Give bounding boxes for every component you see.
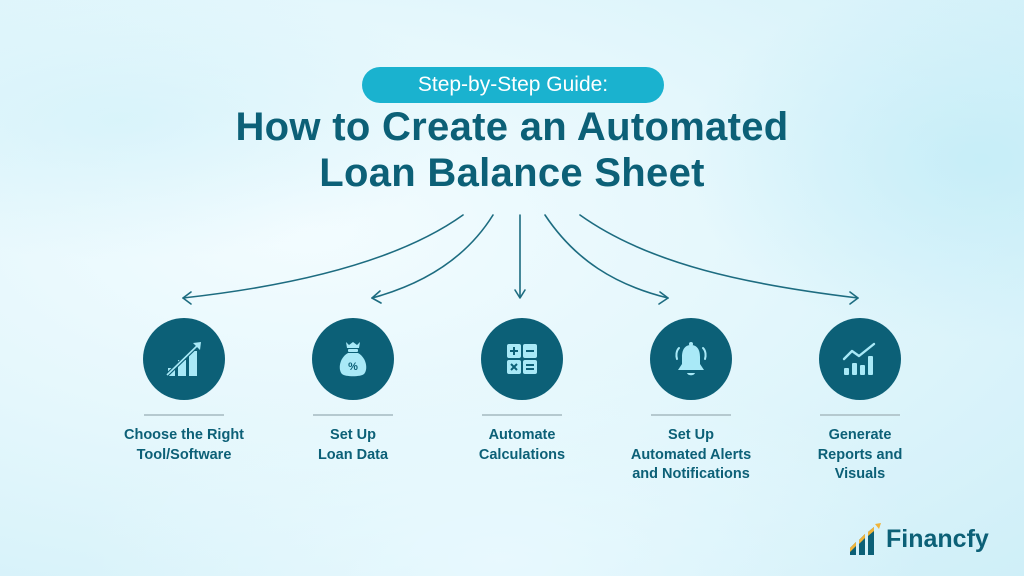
page-title: How to Create an Automated Loan Balance … xyxy=(0,104,1024,196)
step-1-divider xyxy=(144,414,224,416)
brand-name: Financfy xyxy=(886,524,989,553)
step-2-label: Set Up Loan Data xyxy=(268,426,438,465)
arrow-2 xyxy=(371,214,494,299)
step-3: Automate Calculations xyxy=(437,318,607,465)
arrow-5 xyxy=(579,214,859,299)
step-3-divider xyxy=(482,414,562,416)
step-4: Set Up Automated Alerts and Notification… xyxy=(606,318,776,485)
step-1-circle xyxy=(143,318,225,400)
arrow-2-head xyxy=(371,290,382,304)
arrow-1-head xyxy=(182,291,192,305)
arrow-4 xyxy=(544,214,669,299)
step-2: % Set Up Loan Data xyxy=(268,318,438,465)
step-4-label-line1: Set Up xyxy=(668,427,714,443)
step-4-circle xyxy=(650,318,732,400)
step-1-label-line2: Tool/Software xyxy=(136,446,232,463)
title-line-1: How to Create an Automated xyxy=(235,105,789,149)
report-chart-icon xyxy=(842,342,876,375)
svg-text:%: % xyxy=(348,361,358,373)
step-4-label: Set Up Automated Alerts and Notification… xyxy=(606,426,776,485)
arrow-4-head xyxy=(658,291,669,305)
step-1-label: Choose the Right Tool/Software xyxy=(99,426,269,465)
step-5-label-line1: Generate xyxy=(828,427,892,443)
brand-logo: Financfy xyxy=(848,522,989,556)
guide-badge: Step-by-Step Guide: xyxy=(362,67,664,103)
step-5-label-line2: Reports and xyxy=(817,446,903,463)
money-bag-percent-icon: % xyxy=(339,342,367,377)
step-3-label-line1: Automate xyxy=(488,427,556,443)
step-1: Choose the Right Tool/Software xyxy=(99,318,269,465)
calculator-icon xyxy=(507,344,537,374)
step-2-label-line2: Loan Data xyxy=(317,446,389,463)
arrow-1 xyxy=(182,214,464,299)
step-3-label: Automate Calculations xyxy=(437,426,607,465)
bell-icon xyxy=(675,342,707,376)
step-1-label-line1: Choose the Right xyxy=(123,427,245,443)
arrow-5-head xyxy=(849,291,859,305)
step-2-divider xyxy=(313,414,393,416)
step-4-label-line2: Automated Alerts xyxy=(630,446,752,463)
step-5: Generate Reports and Visuals xyxy=(775,318,945,485)
step-2-circle: % xyxy=(312,318,394,400)
title-line-2: Loan Balance Sheet xyxy=(319,151,705,195)
step-5-circle xyxy=(819,318,901,400)
step-4-label-line3: and Notifications xyxy=(632,466,750,482)
step-2-label-line1: Set Up xyxy=(330,427,376,443)
step-5-label-line3: Visuals xyxy=(834,466,886,482)
growth-chart-icon xyxy=(165,342,201,377)
step-3-label-line2: Calculations xyxy=(478,446,566,463)
step-5-label: Generate Reports and Visuals xyxy=(775,426,945,485)
step-3-circle xyxy=(481,318,563,400)
financfy-logo-icon xyxy=(850,523,881,555)
step-5-divider xyxy=(820,414,900,416)
step-4-divider xyxy=(651,414,731,416)
arrow-3-head xyxy=(514,289,526,299)
